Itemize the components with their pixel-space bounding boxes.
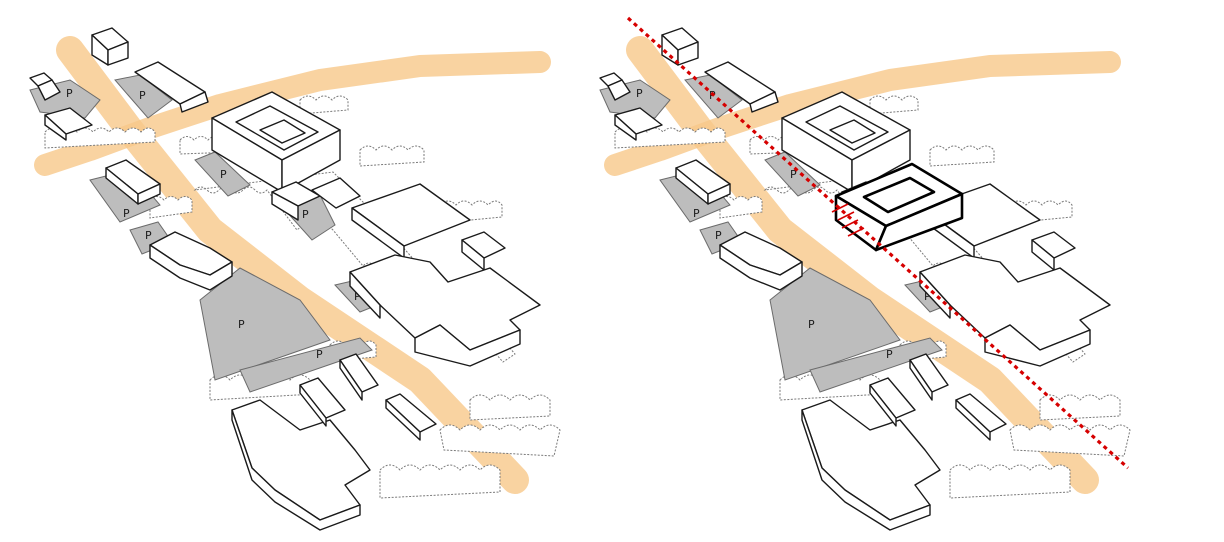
proposed-site-sketch (600, 18, 1130, 530)
existing-site-sketch (30, 28, 560, 530)
proposed-building (834, 162, 964, 252)
alignment-line (626, 16, 1130, 470)
